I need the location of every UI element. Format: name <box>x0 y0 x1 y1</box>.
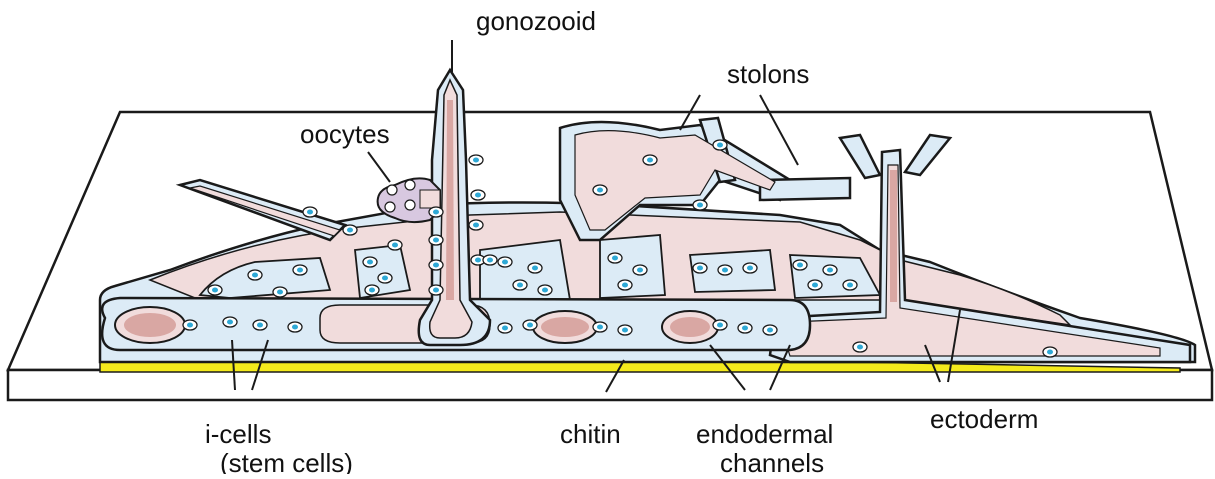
cell-nucleus <box>347 228 353 233</box>
cell-nucleus <box>612 256 618 261</box>
label-chitin: chitin <box>560 419 621 449</box>
cell-nucleus <box>187 323 193 328</box>
cell-nucleus <box>475 193 481 198</box>
cell-nucleus <box>767 328 773 333</box>
cell-nucleus <box>433 210 439 215</box>
label-stem-cells: (stem cells) <box>220 448 353 474</box>
cell-nucleus <box>827 268 833 273</box>
cell-nucleus <box>433 263 439 268</box>
cell-nucleus <box>369 288 375 293</box>
cell-nucleus <box>487 258 493 263</box>
cell-nucleus <box>257 323 263 328</box>
cell-nucleus <box>517 283 523 288</box>
label-stolons: stolons <box>727 59 809 89</box>
cell-nucleus <box>747 266 753 271</box>
cell-nucleus <box>502 260 508 265</box>
cell-nucleus <box>722 268 728 273</box>
cell-nucleus <box>812 283 818 288</box>
cell-nucleus <box>252 273 258 278</box>
cell-nucleus <box>527 323 533 328</box>
cell-nucleus <box>797 263 803 268</box>
label-ectoderm: ectoderm <box>930 404 1038 434</box>
cell-nucleus <box>622 283 628 288</box>
cell-nucleus <box>307 210 313 215</box>
label-oocytes: oocytes <box>300 119 390 149</box>
cell-nucleus <box>742 326 748 331</box>
label-endodermal: endodermal <box>696 419 833 449</box>
label-gonozooid: gonozooid <box>476 6 596 36</box>
cell-nucleus <box>697 203 703 208</box>
cell-nucleus <box>502 326 508 331</box>
cell-nucleus <box>392 243 398 248</box>
label-channels: channels <box>720 448 824 474</box>
cell-nucleus <box>433 238 439 243</box>
cell-nucleus <box>1047 350 1053 355</box>
cell-nucleus <box>212 288 218 293</box>
channel-section <box>124 313 176 337</box>
cell-nucleus <box>292 325 298 330</box>
cell-nucleus <box>597 188 603 193</box>
cell-nucleus <box>622 328 628 333</box>
cell-nucleus <box>227 320 233 325</box>
cell-nucleus <box>277 290 283 295</box>
channel-section <box>541 317 589 337</box>
cell-nucleus <box>367 260 373 265</box>
cell-nucleus <box>532 266 538 271</box>
channel-section <box>670 317 710 337</box>
cell-nucleus <box>637 268 643 273</box>
cell-nucleus <box>847 283 853 288</box>
cell-nucleus <box>475 258 481 263</box>
cell-nucleus <box>473 223 479 228</box>
cell-nucleus <box>433 288 439 293</box>
label-i-cells: i-cells <box>205 419 271 449</box>
cell-nucleus <box>473 158 479 163</box>
cell-nucleus <box>717 323 723 328</box>
cell-nucleus <box>542 288 548 293</box>
cell-nucleus <box>717 143 723 148</box>
cell-nucleus <box>297 268 303 273</box>
cell-nucleus <box>647 158 653 163</box>
cell-nucleus <box>597 325 603 330</box>
cell-nucleus <box>697 266 703 271</box>
cell-nucleus <box>382 276 388 281</box>
cell-nucleus <box>857 345 863 350</box>
